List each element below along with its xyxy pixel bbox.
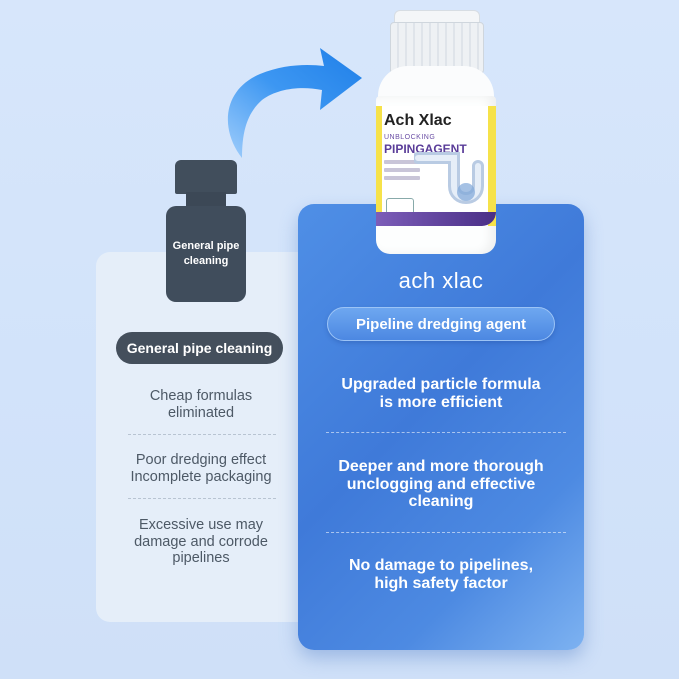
product-swoosh [376,212,496,226]
right-divider-1 [326,432,566,433]
general-cleaning-pill: General pipe cleaning [116,332,283,364]
arrow-shape [227,48,362,158]
right-item-1: Upgraded particle formula is more effici… [304,376,578,411]
left-item-2-text: Poor dredging effect Incomplete packagin… [130,452,272,485]
left-divider-1 [128,434,276,435]
general-cleaning-card [96,252,318,622]
product-brand: Ach Xlac [384,112,452,129]
right-item-3: No damage to pipelines, high safety fact… [304,557,578,592]
bottle-body: General pipe cleaning [166,206,246,302]
left-divider-2 [128,498,276,499]
product-bottle-image: Ach Xlac UNBLOCKING PIPINGAGENT [376,10,496,255]
left-item-1: Cheap formulas eliminated [96,388,306,421]
right-divider-2 [326,532,566,533]
ach-xlac-card [298,204,584,650]
product-label: Ach Xlac UNBLOCKING PIPINGAGENT [376,106,496,226]
product-line1: UNBLOCKING [384,134,436,141]
left-item-1-text: Cheap formulas eliminated [149,388,253,421]
left-item-3: Excessive use may damage and corrode pip… [96,517,306,567]
generic-bottle-label: General pipe cleaning [172,240,240,267]
product-cap [390,22,484,74]
right-item-3-text: No damage to pipelines, high safety fact… [348,557,534,592]
product-text-lines [384,160,420,184]
right-item-2: Deeper and more thorough unclogging and … [304,458,578,511]
bottle-neck [186,192,226,208]
right-item-2-text: Deeper and more thorough unclogging and … [338,458,544,510]
left-item-3-text: Excessive use may damage and corrode pip… [134,517,268,566]
right-item-1-text: Upgraded particle formula is more effici… [341,376,541,411]
bottle-cap [175,160,237,194]
pipe-illustration-icon [414,152,484,204]
generic-bottle-icon: General pipe cleaning [166,160,246,302]
pipeline-dredging-pill: Pipeline dredging agent [327,307,555,341]
left-item-2: Poor dredging effect Incomplete packagin… [96,452,306,485]
brand-title: ach xlac [398,268,484,293]
curved-arrow-icon [227,48,362,158]
